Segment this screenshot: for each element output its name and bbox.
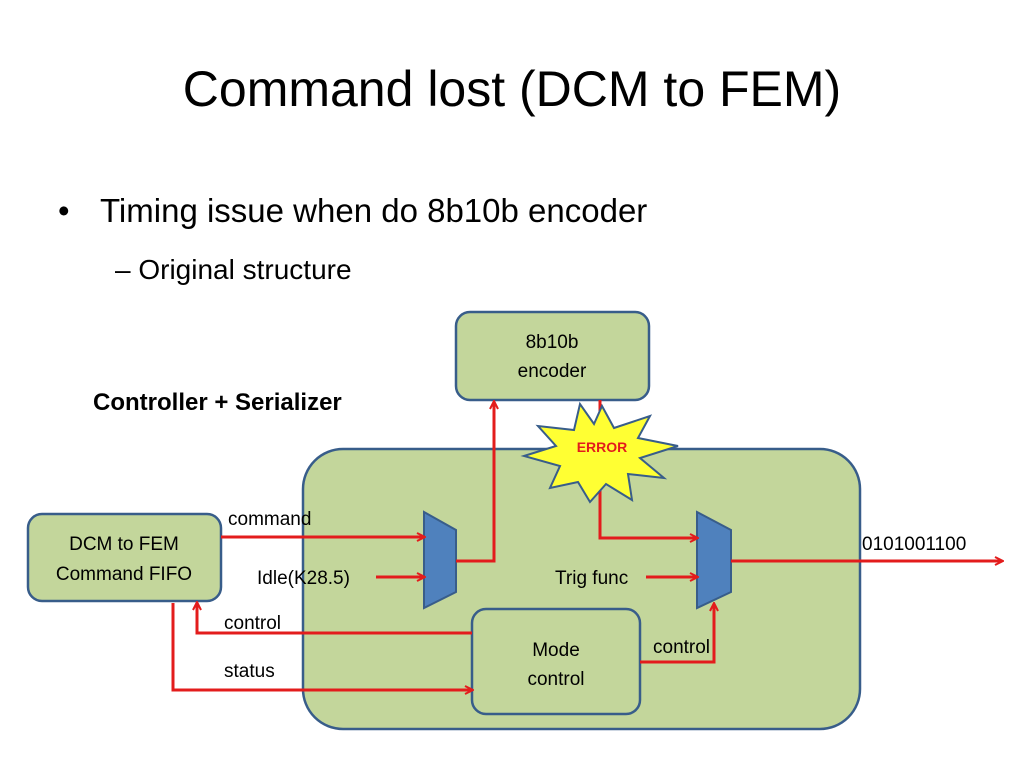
command-label: command: [228, 509, 311, 530]
section-label: Controller + Serializer: [93, 389, 342, 416]
encoder-label-line2: encoder: [518, 361, 587, 382]
fifo-block: [26, 512, 223, 603]
input-mux: [423, 510, 457, 610]
control-to-fifo-arrow: [197, 603, 472, 635]
signal-wires: [171, 400, 1002, 690]
bullet-text: Timing issue when do 8b10b encoder: [100, 192, 648, 229]
trig-func-label: Trig func: [555, 568, 628, 589]
control-left-label: control: [224, 613, 281, 634]
output-bits-label: 0101001100: [862, 534, 966, 555]
idle-label: Idle(K28.5): [257, 568, 350, 589]
error-label: ERROR: [577, 439, 628, 455]
bullet-dot-icon: •: [58, 192, 70, 229]
encoder-block: [454, 310, 651, 402]
status-arrow: [171, 603, 472, 690]
sub-bullet-text: – Original structure: [115, 254, 352, 285]
mode-label-line2: control: [527, 669, 584, 690]
control-to-mux-arrow: [640, 604, 714, 664]
status-label: status: [224, 661, 275, 682]
fifo-label-line1: DCM to FEM: [69, 534, 179, 555]
slide-title: Command lost (DCM to FEM): [182, 61, 842, 117]
control-right-label: control: [653, 637, 710, 658]
fifo-label-line2: Command FIFO: [56, 564, 192, 585]
error-burst-icon: [520, 401, 679, 504]
encoder-label-line1: 8b10b: [526, 332, 579, 353]
mode-label-line1: Mode: [532, 640, 580, 661]
mode-control-block: [470, 607, 642, 716]
mux-to-encoder-arrow: [456, 402, 494, 563]
output-mux: [696, 510, 732, 610]
